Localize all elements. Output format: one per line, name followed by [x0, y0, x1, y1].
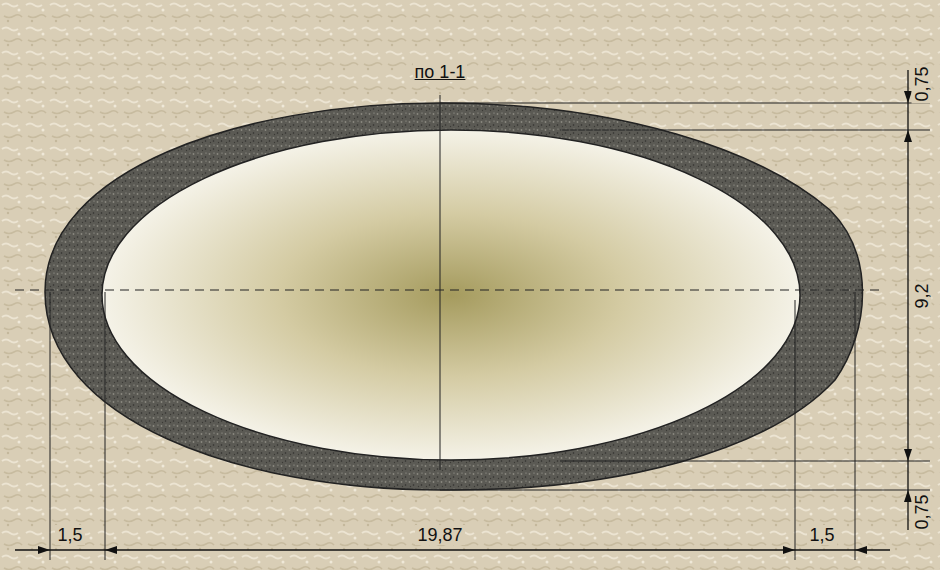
- dimension-value: 1,5: [807, 525, 836, 545]
- extension-lines: [50, 103, 930, 560]
- lining-ring: [45, 103, 863, 490]
- horizontal-axis: [15, 290, 880, 291]
- dimension-value: 0,75: [912, 492, 932, 531]
- dimension-lines: [15, 70, 908, 550]
- tunnel-cavity: [102, 130, 800, 460]
- section-title: по 1-1: [413, 62, 468, 82]
- dimension-value: 19,87: [415, 525, 464, 545]
- dimension-value: 0,75: [912, 64, 932, 103]
- vertical-axis: [440, 95, 441, 470]
- dimension-value: 1,5: [55, 525, 84, 545]
- dimension-value: 9,2: [912, 281, 932, 310]
